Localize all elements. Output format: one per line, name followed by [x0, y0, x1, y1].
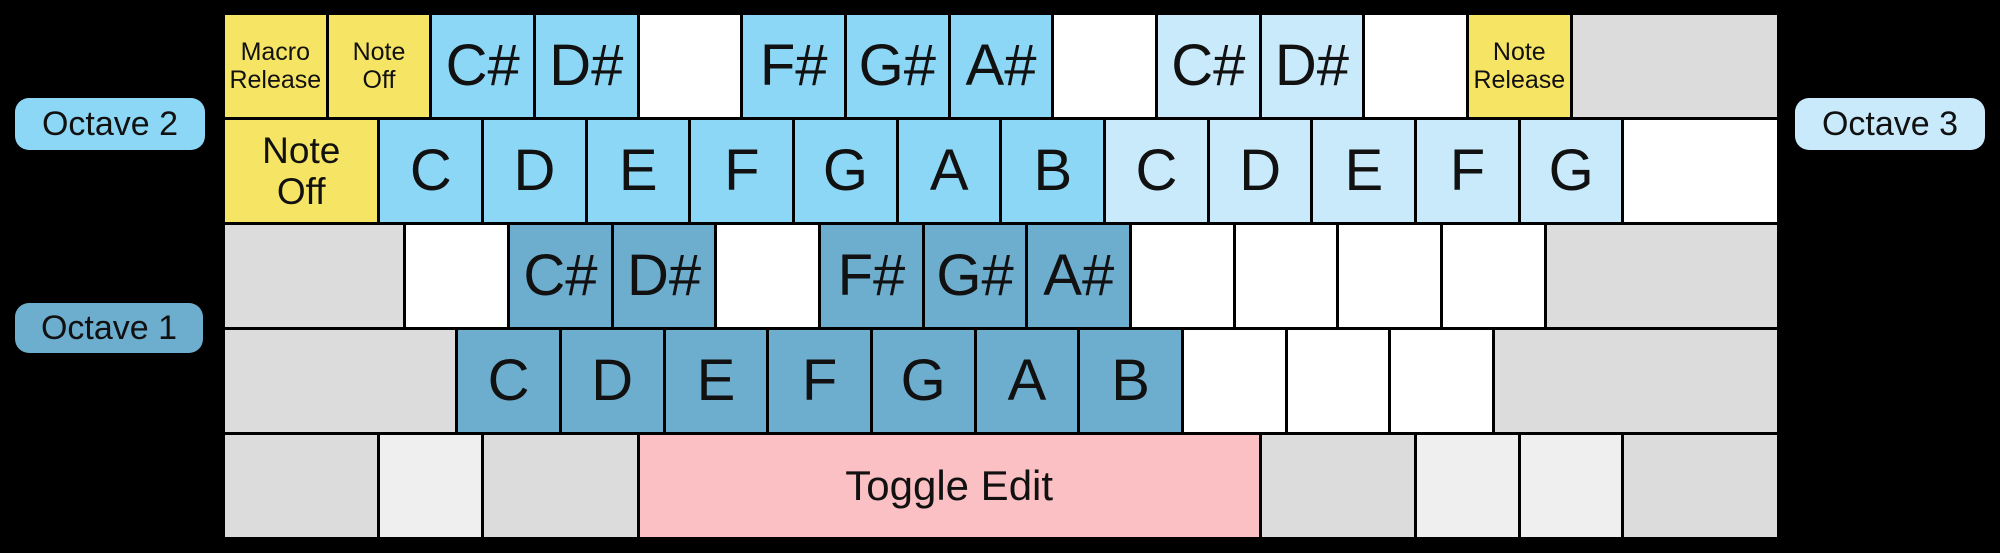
key-blank — [1287, 330, 1389, 432]
key-note-csharp-oct1: C# — [510, 225, 611, 327]
key-note-g-oct3: G — [1520, 120, 1622, 222]
key-note-e-oct2: E — [587, 120, 689, 222]
key-note-csharp-oct3: C# — [1157, 15, 1259, 117]
key-unmapped-gray — [484, 435, 637, 537]
key-unmapped-gray — [1546, 225, 1777, 327]
key-note-dsharp-oct1: D# — [613, 225, 715, 327]
key-note-release: Note Release — [1468, 15, 1570, 117]
key-note-fsharp-oct2: F# — [743, 15, 844, 117]
key-note-f-oct1: F — [769, 330, 870, 432]
key-blank — [1391, 330, 1492, 432]
key-note-g-oct2: G — [795, 120, 896, 222]
key-unmapped-gray — [225, 225, 404, 327]
key-blank — [639, 15, 741, 117]
key-blank — [1624, 120, 1777, 222]
key-blank — [1132, 225, 1233, 327]
key-unmapped-gray — [1494, 330, 1777, 432]
key-note-off: Note Off — [225, 120, 378, 222]
key-blank — [1183, 330, 1285, 432]
key-note-gsharp-oct1: G# — [924, 225, 1026, 327]
key-note-asharp-oct1: A# — [1028, 225, 1130, 327]
key-note-asharp-oct2: A# — [950, 15, 1052, 117]
key-note-a-oct1: A — [976, 330, 1078, 432]
key-blank — [1235, 225, 1337, 327]
key-unmapped-gray — [1261, 435, 1415, 537]
key-blank — [406, 225, 508, 327]
key-note-dsharp-oct3: D# — [1261, 15, 1363, 117]
key-note-a-oct2: A — [898, 120, 1000, 222]
octave-2-label: Octave 2 — [15, 98, 205, 150]
key-note-e-oct3: E — [1313, 120, 1415, 222]
octave-3-label: Octave 3 — [1795, 98, 1985, 150]
key-blank — [1443, 225, 1544, 327]
key-unmapped-gray-light — [1417, 435, 1518, 537]
key-unmapped-gray — [1572, 15, 1777, 117]
key-note-off-top: Note Off — [328, 15, 430, 117]
key-note-g-oct1: G — [872, 330, 974, 432]
key-unmapped-gray-light — [1520, 435, 1622, 537]
key-note-dsharp-oct2: D# — [535, 15, 637, 117]
key-note-b-oct1: B — [1080, 330, 1181, 432]
key-note-b-oct2: B — [1002, 120, 1104, 222]
key-note-d-oct3: D — [1209, 120, 1311, 222]
key-note-gsharp-oct2: G# — [846, 15, 948, 117]
octave-1-label: Octave 1 — [15, 303, 203, 353]
key-blank — [1054, 15, 1155, 117]
key-toggle-edit: Toggle Edit — [639, 435, 1259, 537]
key-note-f-oct3: F — [1417, 120, 1518, 222]
key-unmapped-gray — [1624, 435, 1777, 537]
key-note-fsharp-oct1: F# — [821, 225, 922, 327]
key-unmapped-gray — [225, 435, 378, 537]
key-note-c-oct2: C — [380, 120, 482, 222]
key-note-d-oct2: D — [484, 120, 585, 222]
key-macro-release: Macro Release — [225, 15, 326, 117]
key-blank — [717, 225, 819, 327]
key-note-csharp-oct2: C# — [432, 15, 533, 117]
key-note-e-oct1: E — [665, 330, 767, 432]
key-blank — [1339, 225, 1441, 327]
key-unmapped-gray — [225, 330, 456, 432]
key-note-c-oct1: C — [458, 330, 559, 432]
key-unmapped-gray-light — [380, 435, 482, 537]
key-note-d-oct1: D — [561, 330, 663, 432]
key-note-f-oct2: F — [691, 120, 793, 222]
key-note-c-oct3: C — [1106, 120, 1207, 222]
key-blank — [1365, 15, 1466, 117]
